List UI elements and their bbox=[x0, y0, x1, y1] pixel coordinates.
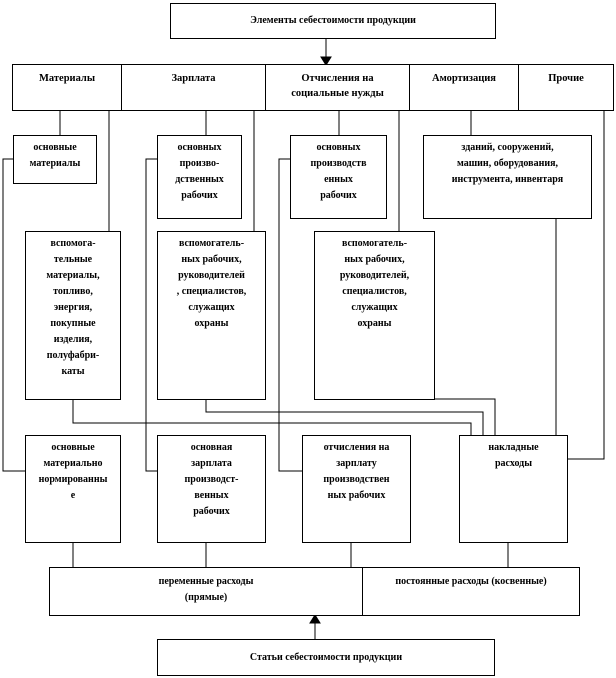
overhead-costs-box: накладные расходы bbox=[459, 435, 568, 543]
auxiliary-staff-salary-box: вспомогатель- ных рабочих, руководителей… bbox=[157, 231, 266, 400]
basic-materials-box: основные материалы bbox=[13, 135, 97, 184]
auxiliary-materials-box: вспомога- тельные материалы, топливо, эн… bbox=[25, 231, 121, 400]
connector bbox=[568, 110, 605, 460]
connector bbox=[145, 158, 157, 472]
connector bbox=[2, 158, 25, 472]
variable-costs-box: переменные расходы (прямые) bbox=[49, 567, 363, 616]
fixed-costs-box: постоянные расходы (косвенные) bbox=[362, 567, 580, 616]
connector bbox=[72, 399, 472, 435]
basic-salary-box: основная зарплата производст- венных раб… bbox=[157, 435, 266, 543]
arrow-down-head bbox=[320, 56, 332, 66]
depreciation-assets-box: зданий, сооружений, машин, оборудования,… bbox=[423, 135, 592, 219]
auxiliary-staff-contrib-box: вспомогатель- ных рабочих, руководителей… bbox=[314, 231, 435, 400]
salary-contributions-box: отчисления на зарплату производствен ных… bbox=[302, 435, 411, 543]
basic-material-costs-box: основные материально нормированны е bbox=[25, 435, 121, 543]
connector bbox=[205, 399, 484, 435]
connector bbox=[435, 398, 496, 435]
element-depreciation: Амортизация bbox=[409, 64, 519, 111]
production-workers-salary-box: основных произво- дственных рабочих bbox=[157, 135, 242, 219]
cost-elements-title-box: Элементы себестоимости продукции bbox=[170, 3, 496, 39]
element-salary: Зарплата bbox=[121, 64, 266, 111]
element-materials: Материалы bbox=[12, 64, 122, 111]
cost-items-box: Статьи себестоимости продукции bbox=[157, 639, 495, 676]
element-other: Прочие bbox=[518, 64, 614, 111]
arrow-up-head bbox=[309, 614, 321, 624]
production-workers-contrib-box: основных производств енных рабочих bbox=[290, 135, 387, 219]
connector bbox=[278, 158, 302, 472]
element-social-contributions: Отчисления на социальные нужды bbox=[265, 64, 410, 111]
